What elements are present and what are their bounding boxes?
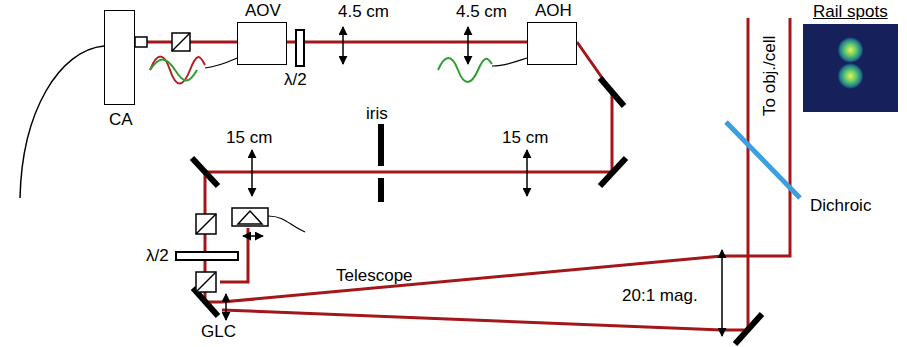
polarizing-cube <box>172 33 190 51</box>
laser-beam <box>287 41 527 44</box>
lens <box>251 150 253 196</box>
part-label: 15 cm <box>226 128 272 148</box>
spot-image <box>838 63 864 89</box>
dichroic-mirror <box>726 122 800 198</box>
mirror <box>735 314 762 344</box>
polarizing-cube <box>196 272 216 292</box>
fiber <box>20 46 104 198</box>
part-label: Dichroic <box>810 196 871 216</box>
rf-signal <box>438 58 492 82</box>
fiber <box>135 37 147 47</box>
rf-signal <box>150 60 197 81</box>
component-label: CA <box>109 110 133 130</box>
laser-beam <box>722 18 790 256</box>
detector <box>238 211 262 224</box>
part-label: GLC <box>201 322 236 342</box>
lens <box>342 27 344 64</box>
acousto-optic-deflector: AOV <box>237 22 287 65</box>
part-label: To obj./cell <box>760 36 780 116</box>
rf-signal <box>205 58 237 68</box>
spot-image <box>803 24 898 112</box>
lens <box>467 27 469 64</box>
laser-beam <box>205 42 612 302</box>
camera-image: Rail spots <box>803 24 898 112</box>
detector <box>232 208 268 226</box>
rf-signal <box>492 58 527 66</box>
lens <box>721 250 723 336</box>
laser-beam <box>222 310 722 330</box>
detector <box>268 216 305 232</box>
laser-beam <box>722 18 748 330</box>
part-label: λ/2 <box>284 70 307 90</box>
spot-image <box>838 37 864 63</box>
detector <box>232 208 305 232</box>
part-label: λ/2 <box>146 246 169 266</box>
polarizing-cube <box>196 272 216 292</box>
laser-beam <box>205 18 790 330</box>
part-label: 15 cm <box>502 128 548 148</box>
rf-signal <box>150 57 527 84</box>
polarizing-cube <box>196 214 216 234</box>
part-label: 20:1 mag. <box>622 286 698 306</box>
acousto-optic-deflector: AOH <box>527 22 577 65</box>
lens <box>526 150 528 196</box>
component-label: AOV <box>245 1 281 21</box>
image-title: Rail spots <box>813 2 888 22</box>
part-label: Telescope <box>336 266 413 286</box>
polarizing-cube <box>196 214 216 234</box>
mirror <box>600 78 624 106</box>
mirror <box>600 158 626 186</box>
mirror <box>192 158 218 186</box>
fiber-coupler: CA <box>104 10 135 105</box>
half-wave-plate <box>296 30 304 66</box>
spot-image <box>803 24 898 112</box>
lens <box>225 294 227 320</box>
polarizing-cube <box>172 33 190 51</box>
iris <box>378 178 384 202</box>
rf-signal <box>150 57 205 84</box>
iris <box>378 124 384 202</box>
component-label: AOH <box>535 1 572 21</box>
part-label: 4.5 cm <box>338 2 389 22</box>
lens <box>226 27 722 336</box>
mirror <box>192 78 762 344</box>
part-label: iris <box>366 104 388 124</box>
lens <box>243 235 263 237</box>
iris <box>378 124 384 166</box>
part-label: 4.5 cm <box>456 2 507 22</box>
half-wave-plate <box>176 252 238 260</box>
